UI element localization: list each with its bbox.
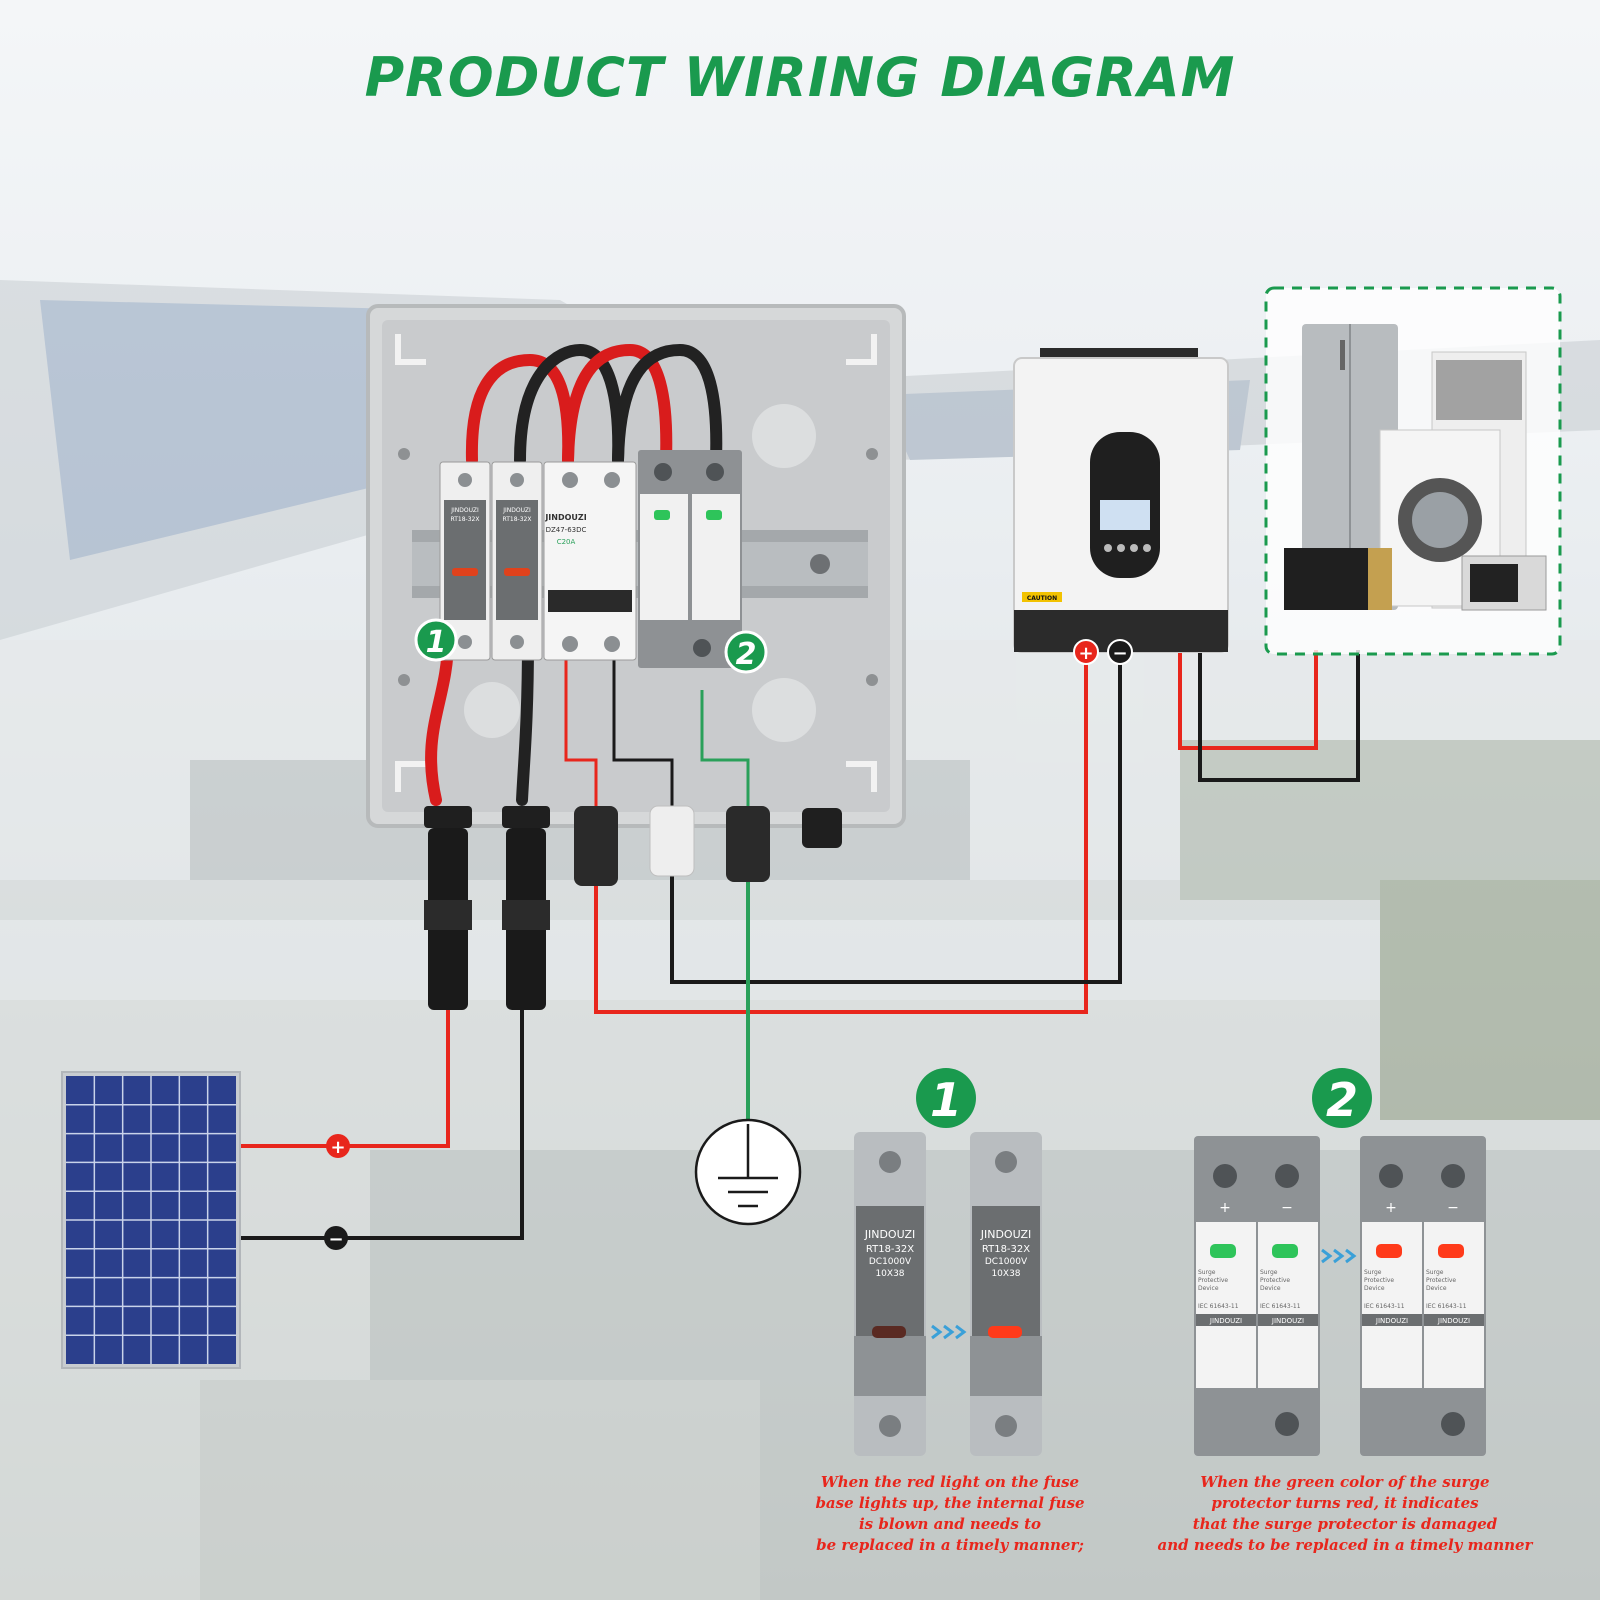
inverter-icon: CAUTION (1013, 348, 1229, 653)
wire-red-solar-positive (238, 1010, 450, 1148)
svg-text:JINDOUZI: JINDOUZI (1375, 1317, 1408, 1325)
fuse-model: RT18-32X (503, 516, 532, 523)
svg-text:Protective: Protective (1198, 1277, 1228, 1284)
fuse-holder-1: JINDOUZI RT18-32X (439, 461, 491, 661)
wire-black-to-inverter (670, 652, 1122, 984)
wire-black-solar-negative (238, 1010, 524, 1240)
svg-text:−: − (328, 1229, 343, 1250)
surge-protector (638, 450, 742, 668)
svg-text:Protective: Protective (1260, 1277, 1290, 1284)
inverter-negative-terminal: − (1107, 639, 1133, 665)
surge-detail-normal: + − Surge Protective Device Surge Protec… (1194, 1136, 1320, 1456)
svg-text:+: + (1078, 643, 1093, 664)
svg-text:Device: Device (1260, 1285, 1281, 1292)
surge-minus: − (1281, 1200, 1293, 1216)
svg-text:Surge: Surge (1426, 1269, 1444, 1276)
svg-text:Device: Device (1198, 1285, 1219, 1292)
fuse-brand: JINDOUZI (980, 1228, 1031, 1241)
svg-text:IEC 61643-11: IEC 61643-11 (1426, 1303, 1467, 1310)
fuse-model: RT18-32X (451, 516, 480, 523)
fuse-size: 10X38 (875, 1269, 904, 1279)
mc4-connectors (424, 828, 550, 1010)
chevron-arrows-icon (931, 1324, 967, 1340)
fuse-rating: DC1000V (985, 1257, 1028, 1267)
detail-callout-1: 1 (916, 1068, 976, 1128)
surge-detail-damaged: + − Surge Protective Device Surge Protec… (1360, 1136, 1486, 1456)
dc-breaker: JINDOUZI DZ47-63DC C20A (543, 461, 637, 661)
solar-positive-marker: + (326, 1134, 350, 1158)
breaker-model: DZ47-63DC (546, 526, 587, 534)
inverter-positive-terminal: + (1073, 639, 1099, 665)
svg-text:IEC 61643-11: IEC 61643-11 (1364, 1303, 1405, 1310)
cable-glands (424, 805, 842, 886)
fuse-model: RT18-32X (982, 1244, 1030, 1255)
svg-text:JINDOUZI: JINDOUZI (1437, 1317, 1470, 1325)
svg-text:IEC 61643-11: IEC 61643-11 (1260, 1303, 1301, 1310)
internal-thin-wires (564, 660, 750, 806)
surge-minus: − (1447, 1200, 1459, 1216)
solar-negative-marker: − (324, 1226, 348, 1250)
detail-callout-2: 2 (1312, 1068, 1372, 1128)
svg-text:2: 2 (736, 637, 757, 672)
svg-text:Protective: Protective (1364, 1277, 1394, 1284)
surge-plus: + (1219, 1200, 1231, 1216)
svg-text:1: 1 (426, 625, 447, 660)
breaker-brand: JINDOUZI (544, 513, 586, 522)
fuse-explanation: When the red light on the fuse base ligh… (815, 1473, 1085, 1554)
surge-plus: + (1385, 1200, 1397, 1216)
fuse-size: 10X38 (991, 1269, 1020, 1279)
ground-symbol-icon (694, 1118, 802, 1226)
svg-text:Device: Device (1426, 1285, 1447, 1292)
svg-text:1: 1 (930, 1073, 962, 1127)
svg-text:+: + (330, 1137, 345, 1158)
surge-explanation: When the green color of the surge protec… (1157, 1473, 1533, 1554)
fuse-brand: JINDOUZI (502, 507, 531, 514)
svg-text:−: − (1112, 643, 1127, 664)
wires (238, 650, 1360, 1240)
breaker-rating: C20A (557, 538, 576, 546)
page-title: PRODUCT WIRING DIAGRAM (364, 46, 1236, 109)
fuse-brand: JINDOUZI (864, 1228, 915, 1241)
svg-text:Surge: Surge (1260, 1269, 1278, 1276)
wire-red-to-inverter (594, 652, 1088, 1014)
solar-panel-icon (61, 1071, 241, 1369)
svg-text:JINDOUZI: JINDOUZI (1209, 1317, 1242, 1325)
svg-text:Protective: Protective (1426, 1277, 1456, 1284)
wire-black-to-appliances (1198, 650, 1360, 782)
svg-text:2: 2 (1326, 1073, 1358, 1127)
caution-label: CAUTION (1027, 595, 1057, 602)
svg-text:Surge: Surge (1198, 1269, 1216, 1276)
fuse-holder-2: JINDOUZI RT18-32X (491, 461, 543, 661)
svg-text:Surge: Surge (1364, 1269, 1382, 1276)
callout-1: 1 (414, 618, 458, 662)
wire-red-to-appliances (1178, 650, 1318, 750)
appliances-icon (1264, 286, 1562, 656)
chevron-arrows-icon (1321, 1248, 1357, 1264)
fuse-rating: DC1000V (869, 1257, 912, 1267)
svg-text:Device: Device (1364, 1285, 1385, 1292)
callout-2: 2 (724, 630, 768, 674)
svg-text:JINDOUZI: JINDOUZI (1271, 1317, 1304, 1325)
fuse-detail-normal: JINDOUZI RT18-32X DC1000V 10X38 (854, 1132, 926, 1456)
svg-text:IEC 61643-11: IEC 61643-11 (1198, 1303, 1239, 1310)
fuse-model: RT18-32X (866, 1244, 914, 1255)
fuse-detail-blown: JINDOUZI RT18-32X DC1000V 10X38 (970, 1132, 1042, 1456)
fuse-brand: JINDOUZI (450, 507, 479, 514)
